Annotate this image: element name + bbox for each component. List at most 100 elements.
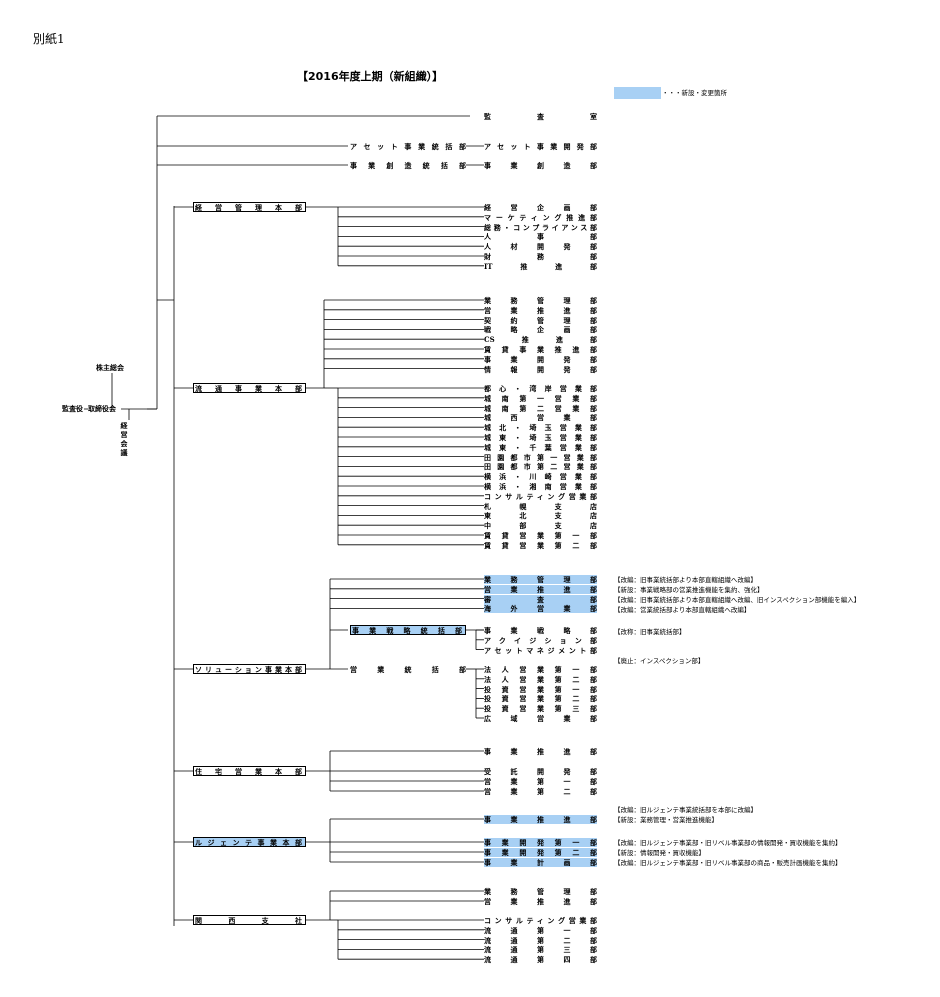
ryutsu-up-dept: 事業開発部	[484, 354, 597, 364]
kansai-dept: 業務管理部	[484, 887, 597, 896]
ryutsu-low-dept: 城南第二営業部	[484, 403, 597, 413]
sales-dept: 投資営業第三部	[484, 704, 597, 714]
ryutsu-low-dept: 札幌支店	[484, 501, 597, 511]
lejente-dept: 事業開発第一部	[484, 838, 597, 847]
legend-swatch	[614, 87, 661, 99]
strategy-unit-box	[350, 625, 466, 635]
keiei-dept: 人事部	[484, 232, 597, 242]
lejente-dept: 事業推進部	[484, 815, 597, 824]
keiei-dept: 総務・コンプライアンス部	[484, 222, 597, 232]
ryutsu-low-dept: 賃貸営業第一部	[484, 531, 597, 540]
kansai-low-dept: 流通第四部	[484, 955, 597, 965]
solution-name-box	[193, 664, 306, 674]
ryutsu-low-dept: 田園都市第二営業部	[484, 462, 597, 472]
strategy-dept: アセットマネジメント部	[484, 645, 597, 655]
note-8: 【新設：業務管理・営業推進機能】	[614, 816, 718, 824]
ryutsu-name: 流通事業本部	[195, 384, 302, 393]
ryutsu-low-dept: 城東・千葉営業部	[484, 442, 597, 452]
keiei-dept: 人材開発部	[484, 242, 597, 252]
jutaku-name: 住宅営業本部	[195, 767, 302, 776]
ryutsu-low-dept: 中部支店	[484, 521, 597, 531]
management-council: 経営会議	[120, 421, 128, 457]
ryutsu-low-dept: 田園都市第一営業部	[484, 452, 597, 462]
sales-dept: 法人営業第二部	[484, 674, 597, 684]
sales-dept: 広域営業部	[484, 714, 597, 723]
kansai-dept: 営業推進部	[484, 897, 597, 906]
business-creation-dept: 事業創造部	[484, 161, 597, 170]
ryutsu-low-dept: 横浜・湘南営業部	[484, 482, 597, 491]
ryutsu-name-box	[193, 383, 306, 393]
jutaku-dept: 営業第一部	[484, 777, 597, 786]
note-5: 【改称：旧事業統括部】	[614, 628, 686, 636]
auditor: 監査役	[62, 404, 83, 413]
ryutsu-up-dept: 賃貸事業推進部	[484, 345, 597, 354]
keiei-name: 経営管理本部	[195, 203, 302, 212]
lejente-dept: 事業計画部	[484, 858, 597, 867]
attachment-label: 別紙1	[33, 32, 65, 46]
sales-dept: 投資営業第一部	[484, 684, 597, 694]
solution-top-dept: 審査部	[484, 594, 597, 604]
note-6: 【廃止：インスペクション部】	[614, 657, 705, 665]
kansai-name: 関西支社	[195, 916, 302, 925]
lejente-dept: 事業開発第二部	[484, 848, 597, 857]
kansai-name-box	[193, 915, 306, 925]
solution-name: ソリューション事業本部	[195, 665, 302, 674]
ryutsu-low-dept: 横浜・川崎営業部	[484, 472, 597, 482]
jutaku-dept: 事業推進部	[484, 747, 597, 756]
shareholders-meeting: 株主総会	[96, 363, 124, 372]
strategy-dept: 事業戦略部	[484, 626, 597, 635]
business-creation-unit: 事業創造統括部	[350, 161, 466, 170]
ryutsu-low-dept: 城西営業部	[484, 413, 597, 423]
keiei-dept: 財務部	[484, 252, 597, 261]
keiei-dept: マーケティング推進部	[484, 212, 597, 222]
legend-label: ・・・新設・変更箇所	[662, 89, 727, 97]
jutaku-name-box	[193, 766, 306, 776]
note-10: 【新設：情報開発・買収機能】	[614, 849, 705, 857]
lejente-name: ルジェンテ事業本部	[195, 838, 302, 847]
note-4: 【改編：営業統括部より本部直轄組織へ改編】	[614, 606, 751, 614]
sales-dept: 投資営業第二部	[484, 694, 597, 704]
asset-business-dev: アセット事業開発部	[484, 142, 597, 151]
ryutsu-low-dept: 城北・埼玉営業部	[484, 423, 597, 433]
ryutsu-low-dept: 城東・埼玉営業部	[484, 433, 597, 442]
asset-business-unit: アセット事業統括部	[350, 142, 466, 151]
kansai-low-dept: 流通第一部	[484, 925, 597, 935]
note-9: 【改編：旧ルジェンテ事業部・旧リベル事業部の情報開発・買収機能を集約】	[614, 839, 842, 847]
board-of-directors: 取締役会	[88, 404, 116, 413]
ryutsu-low-dept: 賃貸営業第二部	[484, 540, 597, 550]
ryutsu-up-dept: CS推進部	[484, 335, 597, 345]
strategy-dept: アクイジション部	[484, 635, 597, 645]
strategy-unit: 事業戦略統括部	[352, 626, 462, 635]
sales-dept: 法人営業第一部	[484, 665, 597, 674]
note-2: 【新設：事業戦略部の営業推進機能を集約、強化】	[614, 586, 764, 594]
solution-top-dept: 営業推進部	[484, 584, 597, 594]
ryutsu-low-dept: 城南第一営業部	[484, 393, 597, 403]
jutaku-dept: 受託開発部	[484, 767, 597, 776]
solution-top-dept: 海外営業部	[484, 604, 597, 614]
solution-top-dept: 業務管理部	[484, 575, 597, 584]
note-7: 【改編：旧ルジェンテ事業統括部を本部に改編】	[614, 806, 757, 814]
audit-office: 監査室	[484, 112, 597, 121]
note-3: 【改編：旧事業統括部より本部直轄組織へ改編、旧インスペクション部機能を編入】	[614, 596, 861, 604]
kansai-low-dept: 流通第三部	[484, 945, 597, 955]
lejente-name-box	[193, 837, 306, 847]
keiei-dept: 経営企画部	[484, 203, 597, 212]
ryutsu-up-dept: 情報開発部	[484, 364, 597, 374]
ryutsu-up-dept: 営業推進部	[484, 305, 597, 315]
ryutsu-low-dept: 都心・湾岸営業部	[484, 384, 597, 393]
chart-title: 【2016年度上期（新組織）】	[297, 70, 444, 83]
keiei-dept: IT推進部	[484, 261, 597, 271]
kansai-low-dept: 流通第二部	[484, 935, 597, 945]
keiei-name-box	[193, 202, 306, 212]
ryutsu-up-dept: 業務管理部	[484, 296, 597, 305]
ryutsu-low-dept: 東北支店	[484, 511, 597, 521]
ryutsu-up-dept: 契約管理部	[484, 315, 597, 325]
jutaku-dept: 営業第二部	[484, 787, 597, 796]
ryutsu-low-dept: コンサルティング営業部	[484, 491, 597, 501]
kansai-low-dept: コンサルティング営業部	[484, 916, 597, 925]
ryutsu-up-dept: 戦略企画部	[484, 325, 597, 335]
note-11: 【改編：旧ルジェンテ事業部・旧リベル事業部の商品・販売計画機能を集約】	[614, 859, 842, 867]
sales-unit: 営業統括部	[350, 665, 466, 674]
